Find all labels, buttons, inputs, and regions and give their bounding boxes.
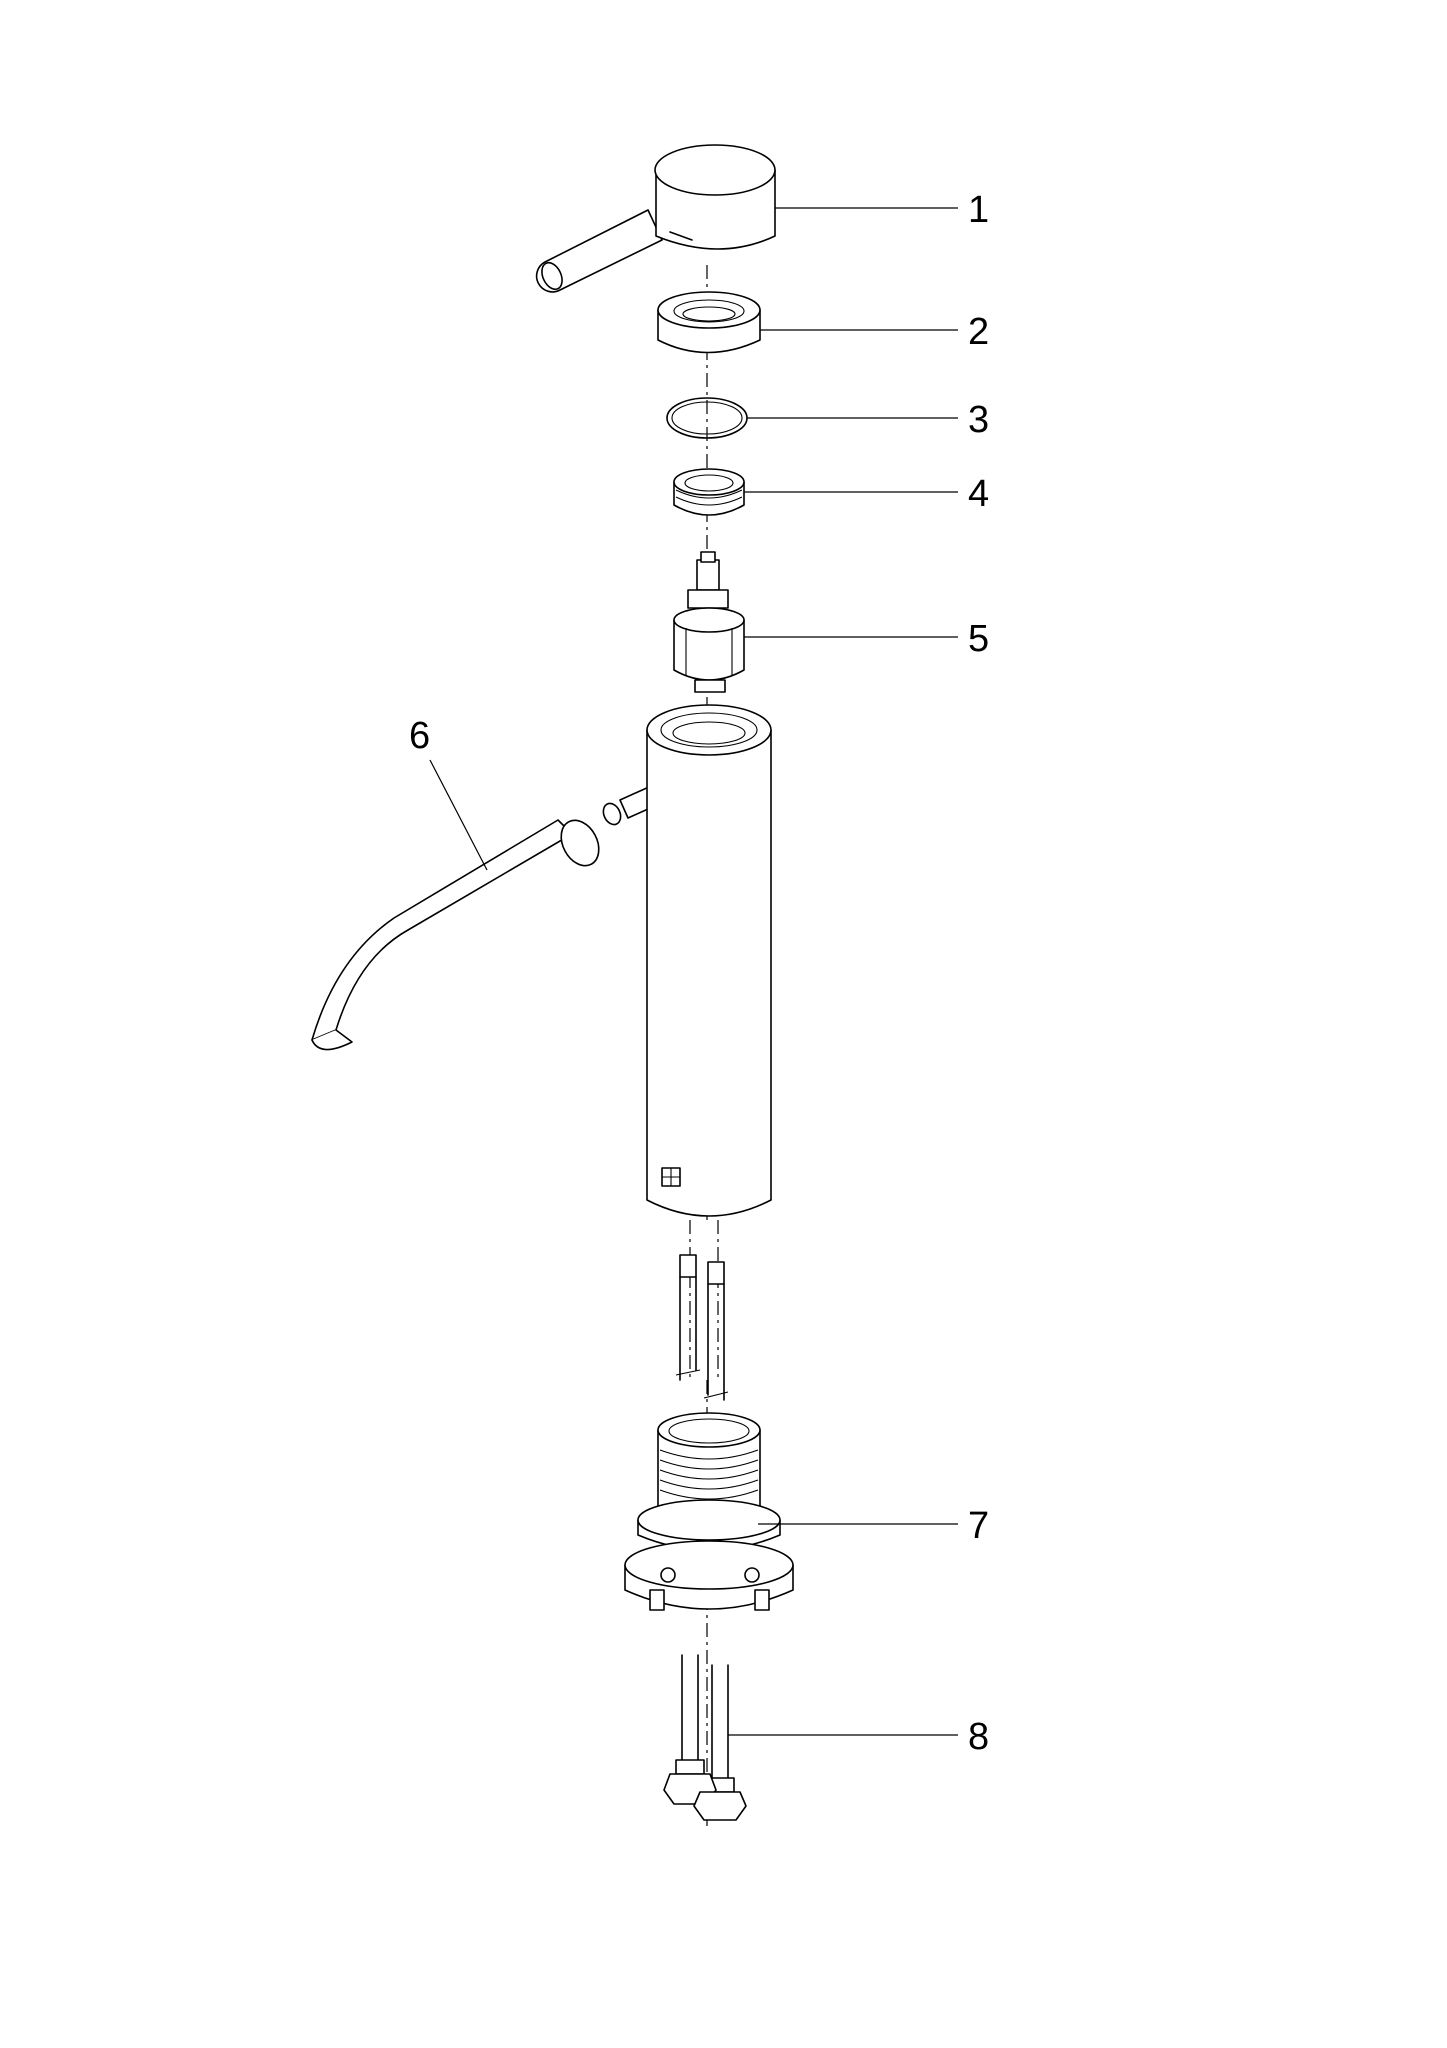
callout-3: 3	[968, 399, 989, 441]
callout-4: 4	[968, 473, 989, 515]
supply-hoses-upper	[675, 1254, 729, 1401]
part-2-cover-nut	[657, 291, 761, 354]
callout-8: 8	[968, 1716, 989, 1758]
callout-labels: 1 2 3 4 5 6 7 8	[409, 189, 989, 1758]
part-6-spout	[311, 774, 687, 1051]
callout-1: 1	[968, 189, 989, 231]
part-5-cartridge	[673, 551, 745, 693]
callout-5: 5	[968, 618, 989, 660]
part-7-mounting-set	[624, 1412, 794, 1611]
part-8-supply-hoses	[663, 1654, 747, 1821]
faucet-body-tube	[646, 704, 772, 1217]
callout-2: 2	[968, 311, 989, 353]
part-1-lever-handle	[535, 144, 776, 293]
leader-lines	[429, 207, 958, 1736]
callout-6: 6	[409, 715, 430, 757]
part-4-threaded-ring	[673, 468, 745, 516]
callout-7: 7	[968, 1505, 989, 1547]
